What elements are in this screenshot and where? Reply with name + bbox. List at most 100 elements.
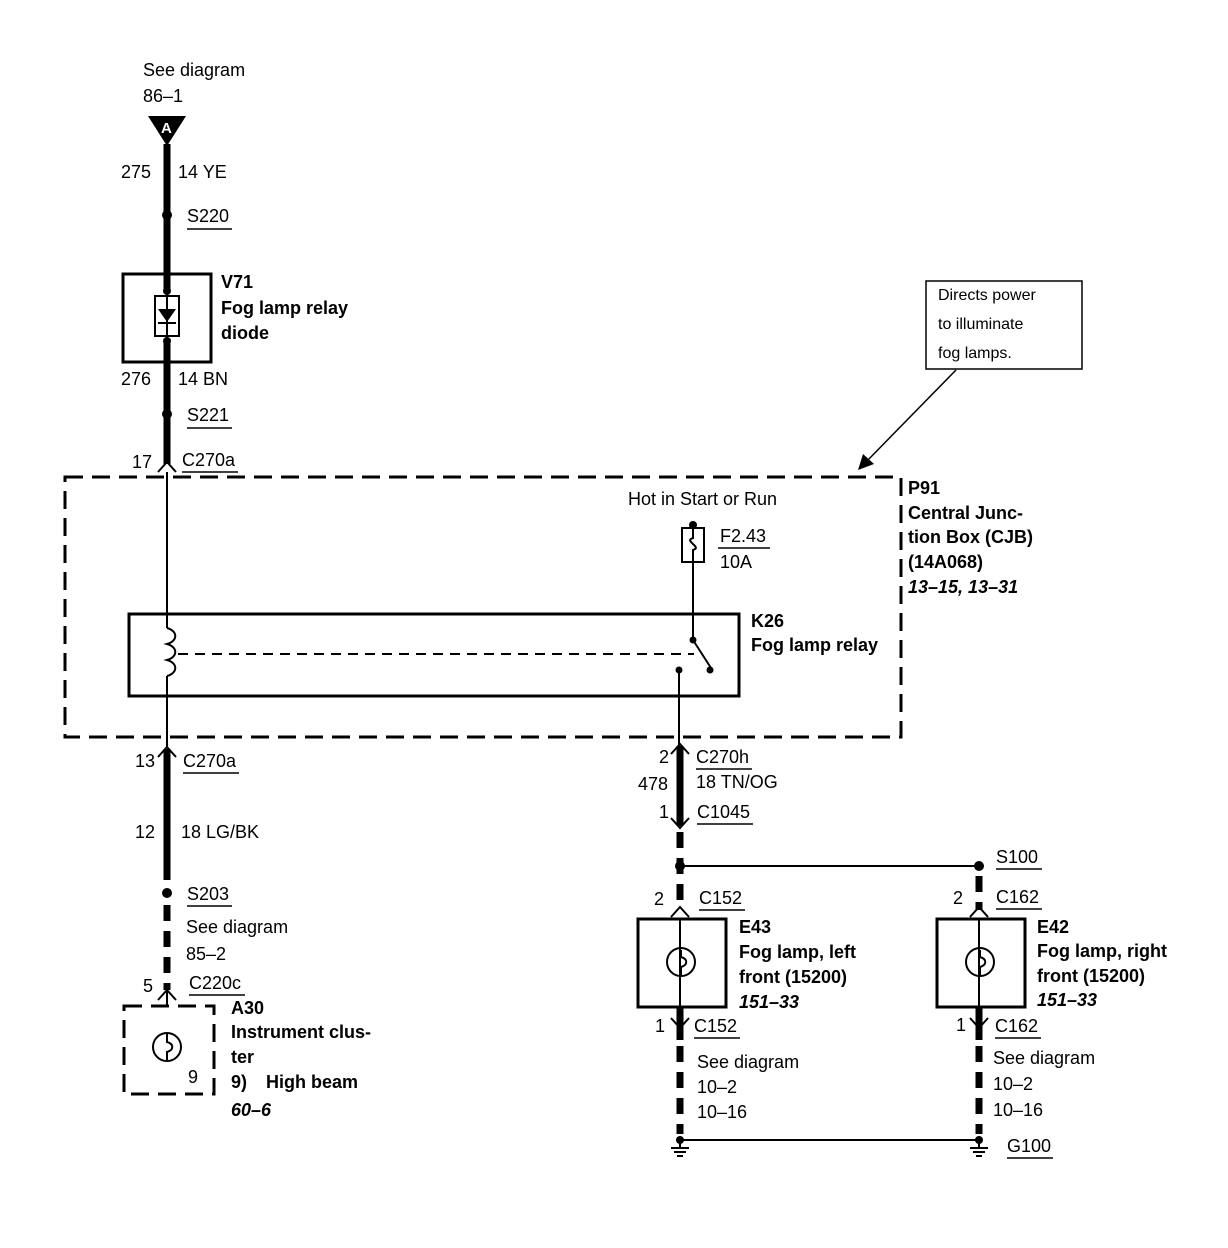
connector-c162-top-icon xyxy=(969,905,989,918)
wire-spec-18tnog: 18 TN/OG xyxy=(696,772,778,792)
connector-a-letter: A xyxy=(161,120,172,137)
lamp-right-label-2: front (15200) xyxy=(1037,966,1145,986)
lamp-right-pin-top: 2 xyxy=(953,888,963,908)
ground-left-icon xyxy=(671,1136,689,1157)
wire-spec-14bn: 14 BN xyxy=(178,369,228,389)
splice-s203: S203 xyxy=(187,884,229,904)
callout-line-1: Directs power xyxy=(938,287,1036,304)
splice-s100: S100 xyxy=(996,847,1038,867)
left-page-ref[interactable]: 85–2 xyxy=(186,944,226,964)
relay-coil-icon xyxy=(163,627,177,677)
fog-lamp-right-filament xyxy=(979,950,987,975)
c270h-pin: 2 xyxy=(659,747,669,767)
callout-box xyxy=(925,280,1083,370)
ground-g100: G100 xyxy=(1007,1136,1051,1156)
connector-a-icon xyxy=(148,116,186,146)
fog-lamp-right-bulb-icon xyxy=(965,947,995,977)
lamp-left-label-1: Fog lamp, left xyxy=(739,942,856,962)
cluster-item-num: 9) xyxy=(231,1072,247,1092)
callout-line-2: to illuminate xyxy=(938,316,1023,333)
lamp-left-label-2: front (15200) xyxy=(739,967,847,987)
connector-c1045-icon xyxy=(670,817,690,830)
circuit-275: 275 xyxy=(121,162,151,182)
lamp-left-ref[interactable]: 151–33 xyxy=(739,992,799,1012)
cluster-label-1: Instrument clus- xyxy=(231,1022,371,1042)
diode-id: V71 xyxy=(221,272,253,292)
relay-name: Fog lamp relay xyxy=(751,635,878,655)
splice-s220: S220 xyxy=(187,206,229,226)
relay-k26-box xyxy=(127,612,741,698)
lamp-right-id: E42 xyxy=(1037,917,1069,937)
top-page-ref[interactable]: 86–1 xyxy=(143,86,183,106)
relay-id: K26 xyxy=(751,611,784,631)
lamp-left-conn-top: C152 xyxy=(699,888,742,908)
cluster-label-2: ter xyxy=(231,1047,254,1067)
lamp-left-page-1[interactable]: 10–2 xyxy=(697,1077,737,1097)
lamp-left-pin-top: 2 xyxy=(654,889,664,909)
cluster-ref[interactable]: 60–6 xyxy=(231,1100,272,1120)
lamp-right-ref[interactable]: 151–33 xyxy=(1037,990,1097,1010)
cjb-label-1: Central Junc- xyxy=(908,503,1023,523)
c270a-bottom-pin: 13 xyxy=(135,751,155,771)
top-see-diagram: See diagram xyxy=(143,60,245,80)
switch-contact-no xyxy=(706,666,714,674)
c270a-top-name: C270a xyxy=(182,450,236,470)
splice-s220-dot xyxy=(162,210,172,220)
wire-spec-18lgbk: 18 LG/BK xyxy=(181,822,259,842)
fog-lamp-left-filament xyxy=(680,950,688,975)
lamp-right-conn-top: C162 xyxy=(996,887,1039,907)
cjb-box xyxy=(63,475,903,739)
connector-c270a-top-icon xyxy=(157,460,177,473)
circuit-276: 276 xyxy=(121,369,151,389)
connector-c270h-icon xyxy=(670,742,690,755)
cluster-pin: 9 xyxy=(188,1067,198,1087)
fuse-icon xyxy=(689,528,697,562)
cjb-label-2: tion Box (CJB) xyxy=(908,527,1033,547)
splice-s100-dot xyxy=(974,861,984,871)
lamp-right-conn-bottom: C162 xyxy=(995,1016,1038,1036)
c1045-pin: 1 xyxy=(659,802,669,822)
lamp-left-see: See diagram xyxy=(697,1052,799,1072)
circuit-12: 12 xyxy=(135,822,155,842)
fuse-rating: 10A xyxy=(720,552,752,572)
lamp-right-pin-bottom: 1 xyxy=(956,1015,966,1035)
bulb-filament xyxy=(166,1034,174,1061)
left-see-diagram: See diagram xyxy=(186,917,288,937)
connector-c152-top-icon xyxy=(670,905,690,918)
lamp-right-page-1[interactable]: 10–2 xyxy=(993,1074,1033,1094)
cluster-item: High beam xyxy=(266,1072,358,1092)
splice-s221-dot xyxy=(162,409,172,419)
fuse-hot-label: Hot in Start or Run xyxy=(628,489,777,509)
cluster-id: A30 xyxy=(231,998,264,1018)
c220c-name: C220c xyxy=(189,973,241,993)
lamp-right-see: See diagram xyxy=(993,1048,1095,1068)
c270h-name: C270h xyxy=(696,747,749,767)
lamp-right-page-2[interactable]: 10–16 xyxy=(993,1100,1043,1120)
cluster-a30-box xyxy=(122,1004,216,1096)
diode-label-1: Fog lamp relay xyxy=(221,298,348,318)
lamp-left-id: E43 xyxy=(739,917,771,937)
cjb-label-3: (14A068) xyxy=(908,552,983,572)
fuse-id: F2.43 xyxy=(720,526,766,546)
cjb-refs[interactable]: 13–15, 13–31 xyxy=(908,577,1018,597)
callout-arrow-line xyxy=(865,369,957,463)
wire-spec-14ye: 14 YE xyxy=(178,162,227,182)
fog-lamp-left-box xyxy=(636,917,728,1009)
fog-lamp-right-box xyxy=(935,917,1027,1009)
cjb-id: P91 xyxy=(908,478,940,498)
relay-switch-icon xyxy=(692,639,712,669)
fog-lamp-left-bulb-icon xyxy=(666,947,696,977)
diode-label-2: diode xyxy=(221,323,269,343)
lamp-right-label-1: Fog lamp, right xyxy=(1037,941,1167,961)
connector-c270a-bottom-icon xyxy=(157,745,177,758)
lamp-left-conn-bottom: C152 xyxy=(694,1016,737,1036)
circuit-478: 478 xyxy=(638,774,668,794)
lamp-left-pin-bottom: 1 xyxy=(655,1016,665,1036)
lamp-left-page-2[interactable]: 10–16 xyxy=(697,1102,747,1122)
splice-s221: S221 xyxy=(187,405,229,425)
c270a-bottom-name: C270a xyxy=(183,751,237,771)
callout-arrow-icon xyxy=(858,454,874,470)
ground-right-icon xyxy=(970,1136,988,1157)
c220c-pin: 5 xyxy=(143,976,153,996)
